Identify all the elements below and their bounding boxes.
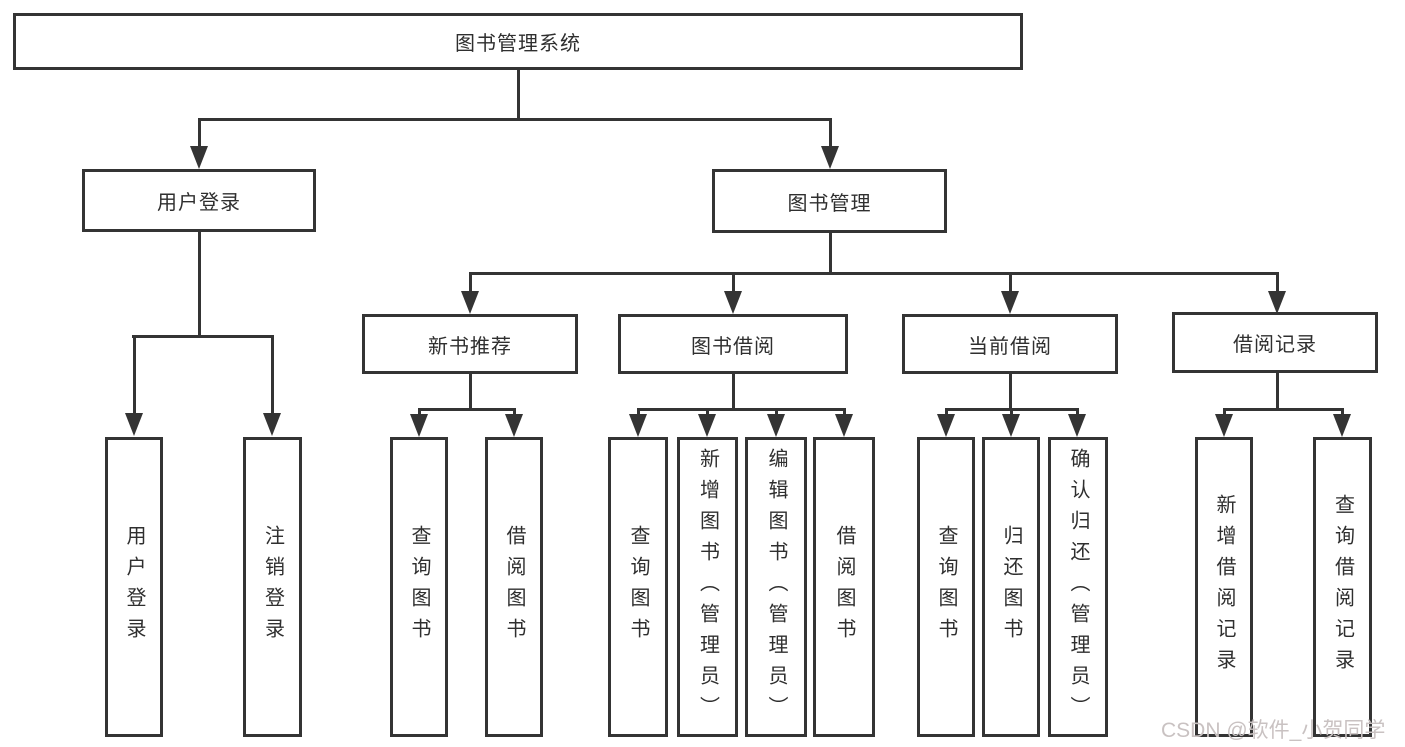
leaf-logout-label: 注销登录	[261, 525, 284, 649]
leaf-current-return: 归还图书	[982, 437, 1040, 737]
leaf-bookborrow-edit-admin-label: 编辑图书（管理员）	[765, 447, 787, 727]
node-current-borrow-label: 当前借阅	[968, 335, 1052, 358]
arrow-down-ullogout-icon	[263, 413, 281, 436]
leaf-current-query: 查询图书	[917, 437, 975, 737]
leaf-bookborrow-add-admin-label: 新增图书（管理员）	[696, 447, 719, 727]
connector-arrow-bookborrow-shaft	[732, 272, 735, 296]
connector-userlogin-bus	[132, 335, 274, 338]
connector-arrow-cbreturn-shaft	[1010, 408, 1013, 418]
connector-arrow-ullogout-shaft	[271, 335, 274, 417]
leaf-bookborrow-edit-admin: 编辑图书（管理员）	[745, 437, 807, 737]
arrow-down-bbadd-icon	[698, 414, 716, 437]
connector-bookmgmt-stem	[829, 233, 832, 274]
leaf-bookborrow-borrow: 借阅图书	[813, 437, 875, 737]
connector-arrow-currentborrow-shaft	[1009, 272, 1012, 296]
connector-borrowrecord-bus	[1223, 408, 1344, 411]
connector-arrow-nbquery-shaft	[418, 408, 421, 418]
node-root-system: 图书管理系统	[13, 13, 1023, 70]
leaf-newbook-borrow-label: 借阅图书	[503, 525, 525, 649]
leaf-newbook-borrow: 借阅图书	[485, 437, 543, 737]
arrow-down-nbborrow-icon	[505, 414, 523, 437]
csdn-watermark: CSDN @软件_小贺同学	[1161, 719, 1386, 742]
connector-arrow-cbquery-shaft	[945, 408, 948, 418]
leaf-user-login-label: 用户登录	[123, 525, 145, 649]
arrow-down-nbquery-icon	[410, 414, 428, 437]
node-book-management: 图书管理	[712, 169, 947, 233]
arrow-down-newbook-icon	[461, 291, 479, 314]
connector-newbook-stem	[469, 374, 472, 411]
arrow-down-bbquery-icon	[629, 414, 647, 437]
arrow-down-cbconfirm-icon	[1068, 414, 1086, 437]
connector-arrow-bbborrow-shaft	[843, 408, 846, 418]
arrow-down-cbreturn-icon	[1002, 414, 1020, 437]
connector-arrow-borrowrecord-shaft	[1276, 272, 1279, 296]
leaf-current-confirm-admin-label: 确认归还（管理员）	[1067, 447, 1089, 727]
connector-newbook-bus	[418, 408, 516, 411]
arrow-down-currentborrow-icon	[1001, 291, 1019, 314]
connector-bookborrow-bus	[637, 408, 846, 411]
arrow-down-bbborrow-icon	[835, 414, 853, 437]
leaf-user-login: 用户登录	[105, 437, 163, 737]
leaf-current-confirm-admin: 确认归还（管理员）	[1048, 437, 1108, 737]
leaf-record-query-label: 查询借阅记录	[1331, 494, 1354, 680]
connector-arrow-bbquery-shaft	[637, 408, 640, 418]
arrow-down-ullogin-icon	[125, 413, 143, 436]
connector-arrow-userlogin-shaft	[198, 118, 201, 149]
leaf-record-add: 新增借阅记录	[1195, 437, 1253, 737]
leaf-logout: 注销登录	[243, 437, 302, 737]
leaf-bookborrow-query-label: 查询图书	[627, 525, 649, 649]
connector-arrow-bookmgmt-shaft	[829, 118, 832, 149]
connector-root-stem	[517, 70, 520, 121]
arrow-down-bradd-icon	[1215, 414, 1233, 437]
arrow-down-cbquery-icon	[937, 414, 955, 437]
connector-arrow-bbedit-shaft	[775, 408, 778, 418]
leaf-bookborrow-borrow-label: 借阅图书	[833, 525, 855, 649]
leaf-newbook-query: 查询图书	[390, 437, 448, 737]
connector-arrow-newbook-shaft	[469, 272, 472, 296]
leaf-newbook-query-label: 查询图书	[408, 525, 430, 649]
connector-level3-bus	[469, 272, 1279, 275]
node-book-management-label: 图书管理	[787, 192, 872, 215]
leaf-record-add-label: 新增借阅记录	[1213, 494, 1235, 680]
connector-currentborrow-stem	[1009, 374, 1012, 411]
leaf-bookborrow-add-admin: 新增图书（管理员）	[677, 437, 738, 737]
connector-userlogin-stem	[198, 232, 201, 338]
arrow-down-borrowrecord-icon	[1268, 291, 1286, 314]
node-root-label: 图书管理系统	[455, 33, 581, 55]
node-user-login-label: 用户登录	[157, 192, 241, 214]
connector-arrow-bbadd-shaft	[706, 408, 709, 418]
leaf-bookborrow-query: 查询图书	[608, 437, 668, 737]
node-borrow-record: 借阅记录	[1172, 312, 1378, 373]
arrow-down-bookborrow-icon	[724, 291, 742, 314]
connector-arrow-ullogin-shaft	[133, 335, 136, 417]
connector-bookborrow-stem	[732, 374, 735, 411]
leaf-record-query: 查询借阅记录	[1313, 437, 1372, 737]
node-user-login: 用户登录	[82, 169, 316, 232]
node-new-book-recommend-label: 新书推荐	[428, 335, 512, 358]
node-current-borrow: 当前借阅	[902, 314, 1118, 374]
leaf-current-query-label: 查询图书	[935, 525, 957, 649]
node-book-borrow: 图书借阅	[618, 314, 848, 374]
node-borrow-record-label: 借阅记录	[1233, 334, 1317, 356]
leaf-current-return-label: 归还图书	[1000, 525, 1022, 649]
connector-arrow-bradd-shaft	[1223, 408, 1226, 418]
arrow-down-bbedit-icon	[767, 414, 785, 437]
connector-arrow-brquery-shaft	[1341, 408, 1344, 418]
arrow-down-userlogin-icon	[190, 146, 208, 169]
node-book-borrow-label: 图书借阅	[691, 335, 775, 358]
connector-arrow-cbconfirm-shaft	[1076, 408, 1079, 418]
node-new-book-recommend: 新书推荐	[362, 314, 578, 374]
arrow-down-brquery-icon	[1333, 414, 1351, 437]
connector-borrowrecord-stem	[1276, 373, 1279, 411]
connector-arrow-nbborrow-shaft	[513, 408, 516, 418]
connector-level2-bus	[198, 118, 832, 121]
arrow-down-bookmgmt-icon	[821, 146, 839, 169]
